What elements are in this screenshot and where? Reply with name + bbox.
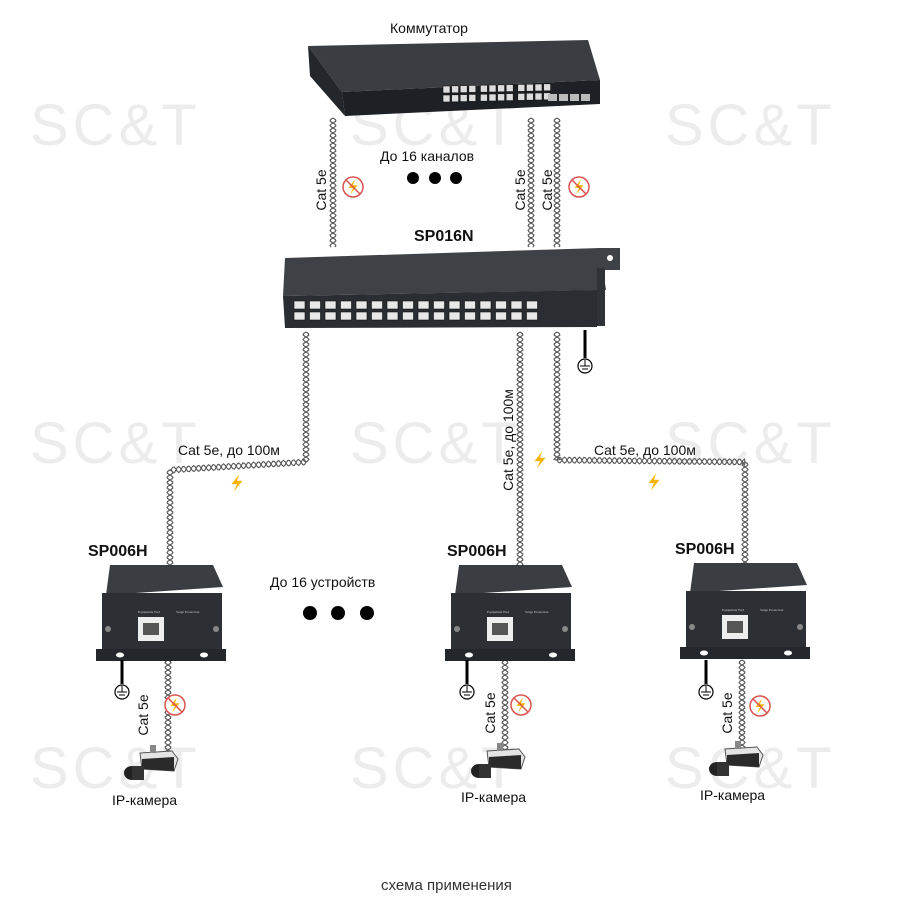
camera-cable-label: Cat 5e	[135, 694, 151, 736]
svg-text:Equipment End: Equipment End	[722, 608, 744, 612]
twisted-pair-cable	[166, 331, 310, 568]
sp016n-panel	[283, 248, 620, 328]
ground-icon	[577, 330, 593, 374]
twisted-pair-cable	[516, 331, 524, 568]
sp006h-label: SP006H	[88, 543, 148, 560]
switch-ports	[442, 83, 590, 103]
lightning-icon	[534, 451, 546, 469]
sp016n-label: SP016N	[414, 228, 474, 245]
lightning-icon	[231, 474, 243, 492]
sp006h-device: Equipment End Surge Protection	[445, 565, 575, 661]
switch-label: Коммутатор	[390, 20, 468, 36]
run-cable-label: Cat 5e, до 100м	[500, 389, 516, 491]
no-surge-icon	[568, 176, 590, 198]
svg-text:Equipment End: Equipment End	[487, 610, 509, 614]
twisted-pair-cable	[738, 659, 746, 751]
camera-label: IP-камера	[112, 792, 178, 808]
twisted-pair-cable	[552, 331, 749, 568]
twisted-pair-cable	[553, 331, 749, 568]
watermark: SC&T	[30, 411, 201, 476]
svg-text:Surge Protection: Surge Protection	[760, 608, 784, 612]
ground-icon	[114, 660, 130, 700]
run-cable-label: Cat 5e, до 100м	[178, 442, 280, 458]
sp006h-label: SP006H	[675, 541, 735, 558]
svg-text:Equipment End: Equipment End	[138, 610, 160, 614]
sp006h-device: Equipment End Surge Protection	[680, 563, 810, 659]
diagram-caption: схема применения	[381, 877, 512, 894]
twisted-pair-cable	[329, 117, 337, 248]
svg-text:Surge Protection: Surge Protection	[176, 610, 200, 614]
sp006h-device: Equipment End Surge Protection	[96, 565, 226, 661]
camera-cable-label: Cat 5e	[482, 692, 498, 734]
ip-camera-icon	[124, 745, 179, 780]
twisted-pair-cable	[553, 117, 561, 248]
watermark: SC&T	[665, 736, 836, 801]
sp006h-label: SP006H	[447, 543, 507, 560]
cable-label: Cat 5e	[313, 169, 329, 211]
twisted-pair-cable	[501, 659, 509, 752]
camera-cable-label: Cat 5e	[719, 692, 735, 734]
watermark: SC&T	[350, 411, 521, 476]
ground-icon	[698, 660, 714, 700]
no-surge-icon	[510, 694, 532, 716]
twisted-pair-cable	[527, 117, 535, 248]
cable-label: Cat 5e	[512, 169, 528, 211]
ip-camera-icon	[471, 743, 526, 778]
ellipsis-dots	[303, 172, 462, 620]
twisted-pair-cable	[527, 117, 535, 248]
lightning-icon	[648, 473, 660, 491]
ground-icon	[459, 660, 475, 700]
panel-ports	[293, 300, 538, 321]
watermark: SC&T	[30, 93, 201, 158]
cable-label: Cat 5e	[539, 169, 555, 211]
twisted-pair-cable	[166, 331, 310, 568]
network-switch	[308, 40, 600, 116]
camera-label: IP-камера	[700, 787, 766, 803]
watermark: SC&T	[665, 93, 836, 158]
twisted-pair-cable	[553, 117, 561, 248]
no-surge-icon	[164, 694, 186, 716]
ip-camera-icon	[709, 741, 764, 776]
twisted-pair-cable	[516, 331, 524, 568]
no-surge-icon	[342, 176, 364, 198]
svg-text:Surge Protection: Surge Protection	[525, 610, 549, 614]
channels-label: До 16 каналов	[380, 148, 475, 164]
devices-count-label: До 16 устройств	[270, 574, 376, 590]
run-cable-label: Cat 5e, до 100м	[594, 442, 696, 458]
camera-label: IP-камера	[461, 789, 527, 805]
twisted-pair-cable	[329, 117, 337, 248]
no-surge-icon	[749, 695, 771, 717]
